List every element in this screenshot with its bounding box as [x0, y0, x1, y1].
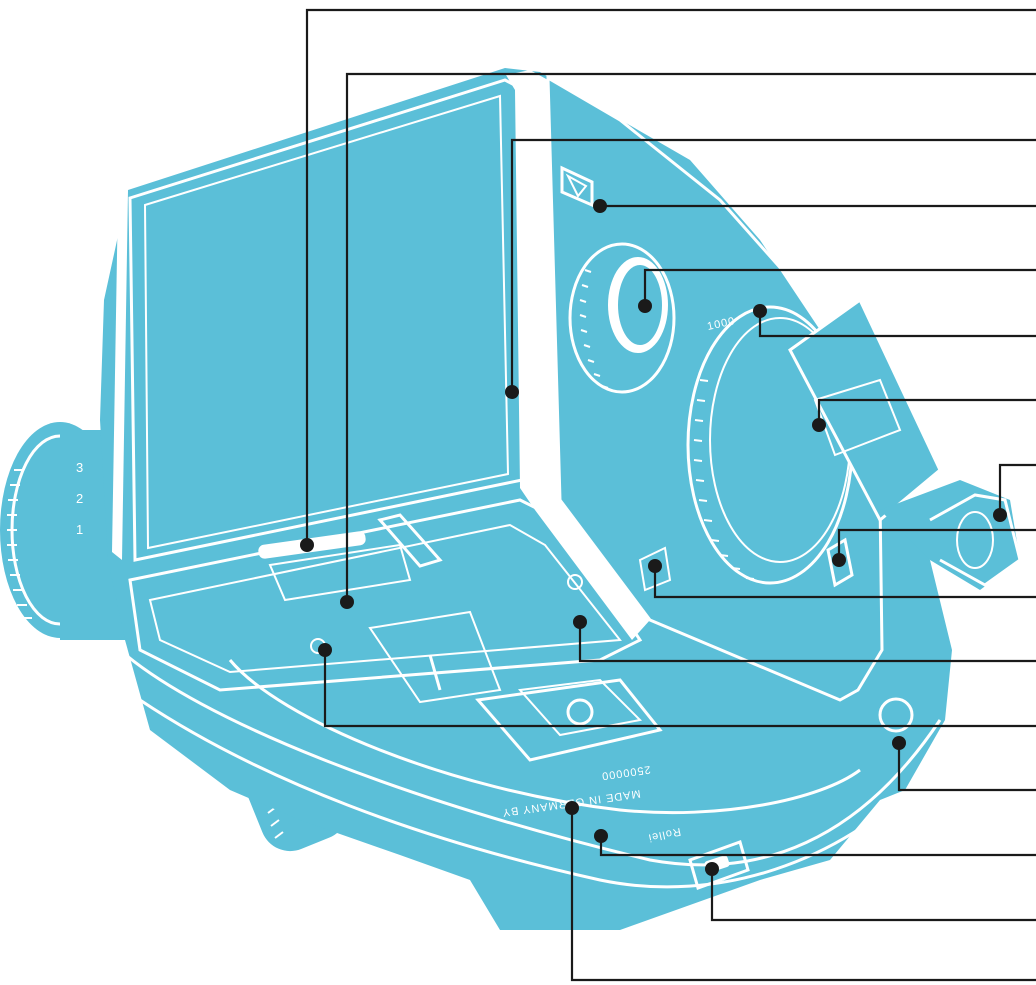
callout-dot-15: [705, 862, 719, 876]
callout-dot-3: [505, 385, 519, 399]
callout-dot-11: [573, 615, 587, 629]
callout-dot-16: [565, 801, 579, 815]
callout-dot-7: [812, 418, 826, 432]
callout-dot-2: [340, 595, 354, 609]
dial-number-3: 3: [76, 460, 83, 475]
callout-dot-9: [832, 553, 846, 567]
callout-dot-6: [753, 304, 767, 318]
callout-dot-5: [638, 299, 652, 313]
callout-dot-10: [648, 559, 662, 573]
camera-body: 1000 MADE IN GERMANY BY 2500000 Rollei: [100, 68, 1020, 930]
dial-number-2: 2: [76, 491, 83, 506]
callout-dot-8: [993, 508, 1007, 522]
dial-number-1: 1: [76, 522, 83, 537]
callout-dot-1: [300, 538, 314, 552]
callout-dot-4: [593, 199, 607, 213]
callout-dot-14: [594, 829, 608, 843]
callout-dot-12: [318, 643, 332, 657]
callout-dot-13: [892, 736, 906, 750]
